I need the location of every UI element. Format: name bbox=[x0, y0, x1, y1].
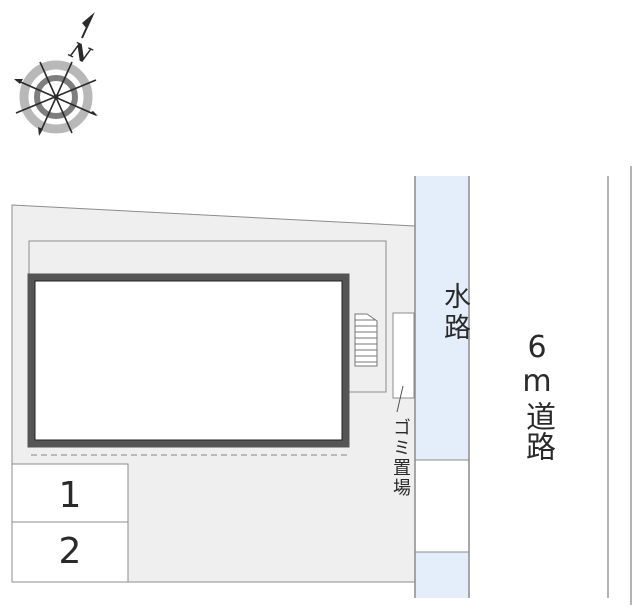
parking-space-2: 2 bbox=[58, 531, 82, 572]
trash-area-label: ゴミ置場 bbox=[390, 418, 411, 498]
trash-area bbox=[392, 312, 415, 399]
building bbox=[27, 273, 350, 448]
staircase-icon bbox=[354, 313, 378, 367]
compass-icon: N bbox=[14, 12, 98, 136]
road-name-label: 道路 bbox=[520, 401, 555, 461]
water-channel bbox=[414, 176, 470, 598]
water-channel-label: 水路 bbox=[439, 282, 470, 344]
road-width-label: 6 bbox=[527, 330, 547, 365]
road-label: 6 m 道路 bbox=[515, 333, 559, 471]
parking-space-1: 1 bbox=[58, 475, 82, 516]
road-unit-label: m bbox=[522, 364, 552, 399]
parking-spaces bbox=[11, 463, 129, 583]
